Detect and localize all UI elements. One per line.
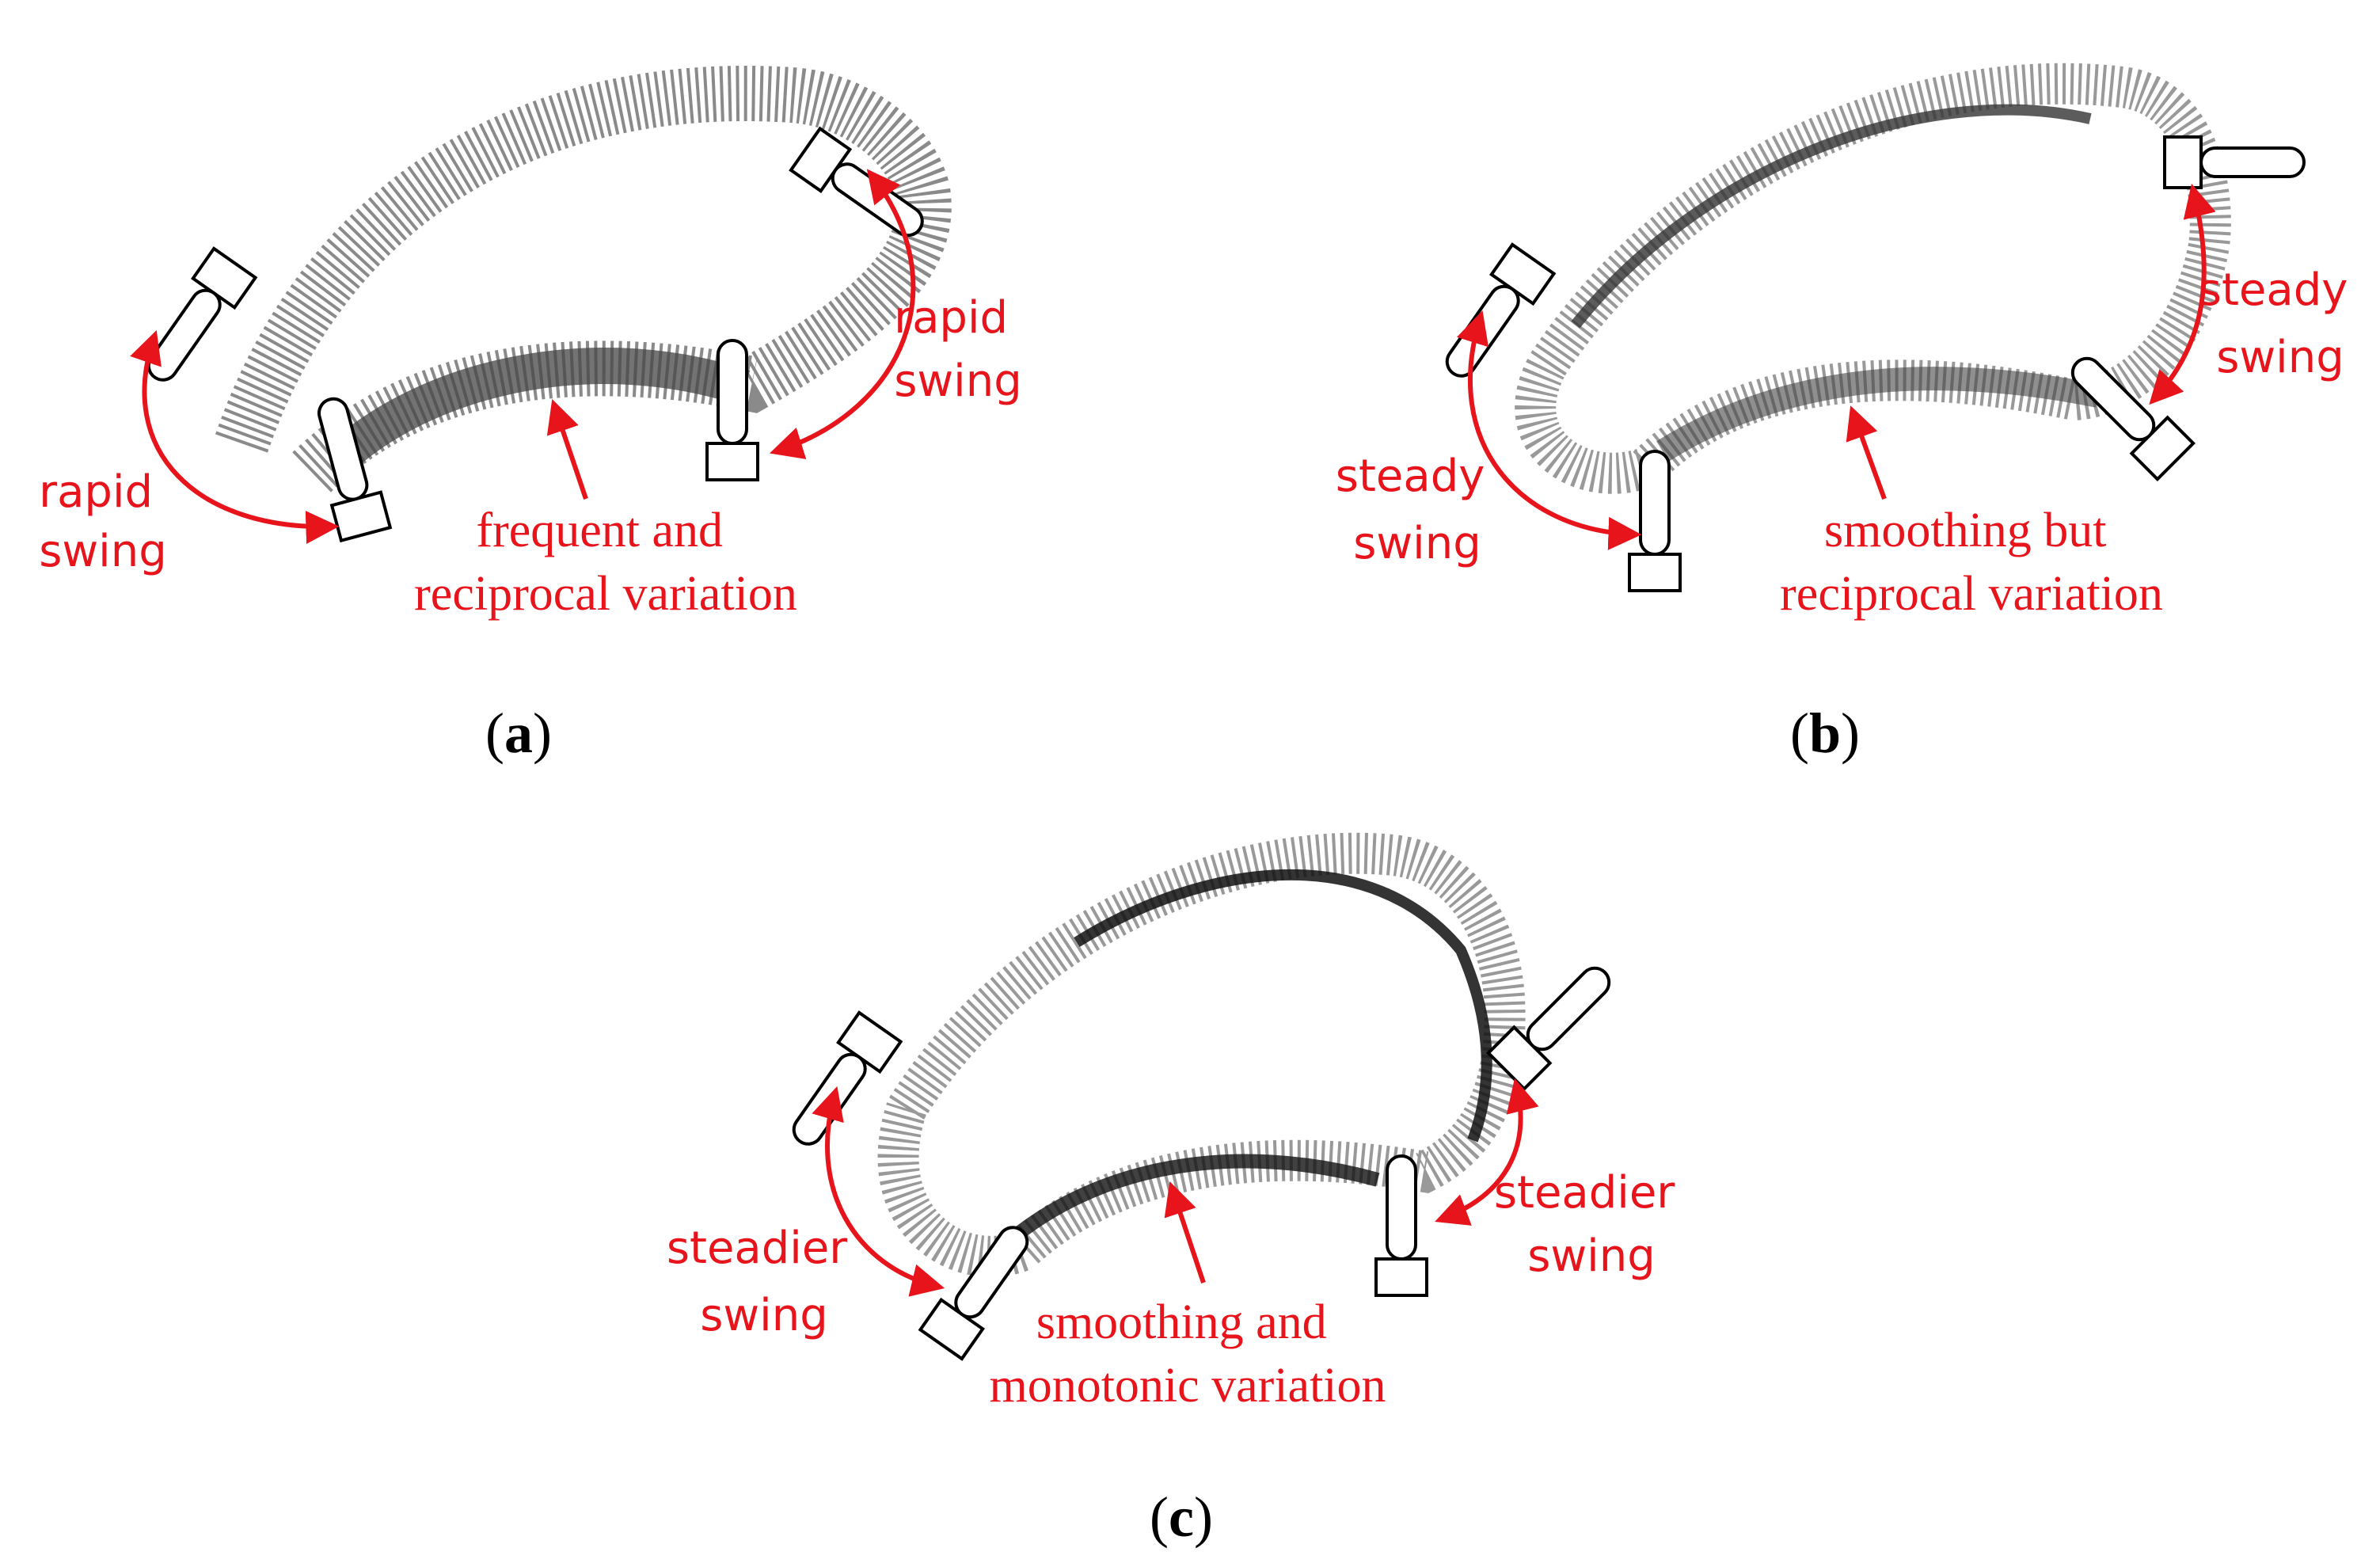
panel-b-bottom-label: smoothing but reciprocal variation: [1780, 504, 2163, 621]
panel-c-tool-top-right: [1486, 966, 1611, 1091]
panel-a-left-label-line2: swing: [39, 526, 167, 577]
panel-c-bottom-label-line2: monotonic variation: [989, 1359, 1386, 1413]
panel-a-right-label-line2: swing: [894, 356, 1022, 407]
panel-c-left-label: steadier swing: [667, 1223, 861, 1341]
panel-a-caption: (a): [485, 702, 552, 765]
panel-a-arrow-center: [546, 399, 588, 500]
panel-b-left-label: steady swing: [1336, 451, 1499, 569]
panel-a-arrow-right: [769, 169, 916, 459]
panel-a-swept-path: [215, 66, 952, 496]
panel-c-left-label-line2: swing: [700, 1290, 828, 1341]
panel-b-arrow-left: [1456, 310, 1642, 550]
panel-a-tool-bottom-right: [705, 339, 759, 481]
panel-b: steady swing steady swing smoothing but …: [1336, 63, 2362, 765]
panel-b-tool-bottom-right: [2070, 356, 2196, 481]
panel-a-left-label-line1: rapid: [39, 466, 153, 518]
panel-b-right-label: steady swing: [2199, 264, 2362, 383]
panel-a-left-label: rapid swing: [39, 466, 167, 577]
panel-c-caption: (c): [1150, 1485, 1213, 1549]
panel-c-bottom-label: smoothing and monotonic variation: [989, 1295, 1386, 1413]
panel-b-arrow-right: [2149, 183, 2216, 405]
panel-b-tool-top-right: [2163, 135, 2306, 189]
panel-c-tool-bottom-left: [918, 1226, 1029, 1361]
panel-c: steadier swing steadier swing smoothing …: [667, 832, 1689, 1549]
panel-a-bottom-label-line2: reciprocal variation: [414, 567, 797, 621]
panel-c-arrow-center: [1164, 1181, 1206, 1283]
panel-a-bottom-label: frequent and reciprocal variation: [414, 504, 797, 621]
panel-b-right-label-line2: swing: [2216, 332, 2344, 383]
panel-b-bottom-label-line1: smoothing but: [1824, 504, 2107, 557]
panel-a-right-label-line1: rapid: [894, 292, 1008, 344]
panel-c-right-label-line2: swing: [1527, 1230, 1656, 1282]
panel-c-arrow-right: [1435, 1078, 1539, 1226]
panel-b-caption: (b): [1790, 702, 1860, 765]
panel-b-right-label-line1: steady: [2199, 264, 2348, 316]
panel-a-bottom-label-line1: frequent and: [476, 504, 723, 557]
panel-b-left-label-line2: swing: [1353, 518, 1481, 569]
panel-b-bottom-label-line2: reciprocal variation: [1780, 567, 2163, 621]
panel-b-left-label-line1: steady: [1336, 451, 1485, 502]
panel-c-left-label-line1: steadier: [667, 1223, 848, 1274]
panel-c-tool-left: [792, 1010, 903, 1146]
panel-a: rapid swing rapid swing frequent and rec…: [39, 66, 1022, 765]
panel-b-tool-bottom-left: [1628, 450, 1682, 592]
panel-c-right-label-line1: steadier: [1494, 1167, 1675, 1219]
panel-c-arrow-left: [812, 1086, 945, 1297]
panel-a-arrow-left: [130, 330, 340, 544]
panel-b-arrow-center: [1846, 405, 1887, 500]
panel-c-bottom-label-line1: smoothing and: [1036, 1295, 1327, 1349]
panel-c-tool-bottom-right: [1374, 1154, 1428, 1297]
panel-a-tool-left: [146, 246, 258, 382]
panel-a-right-label: rapid swing: [894, 292, 1022, 407]
panel-c-right-label: steadier swing: [1494, 1167, 1689, 1282]
